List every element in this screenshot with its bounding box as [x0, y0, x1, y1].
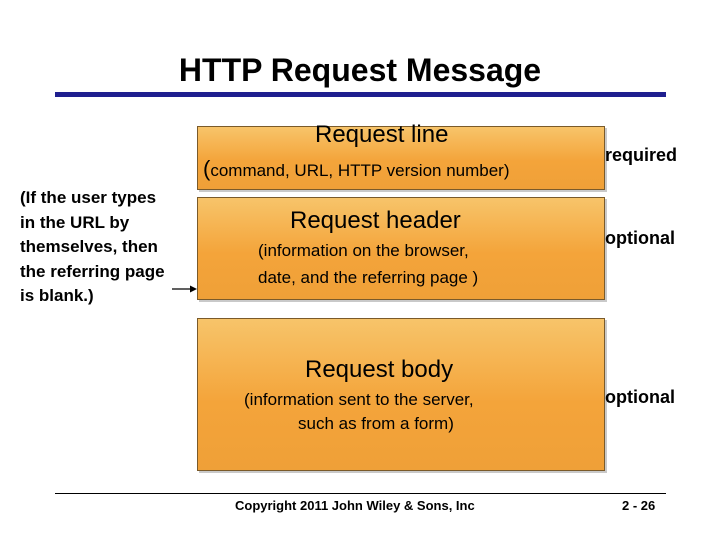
side-note: (If the user types in the URL by themsel…	[20, 188, 165, 305]
request-header-status: optional	[605, 228, 675, 248]
slide-title: HTTP Request Message	[178, 52, 542, 88]
request-body-detail-line-1: (information sent to the server,	[244, 390, 474, 409]
request-line-heading: Request line	[315, 121, 449, 148]
footer-divider	[55, 493, 666, 494]
request-line-status: required	[605, 145, 678, 165]
request-header-detail-line-1: (information on the browser,	[258, 241, 469, 260]
footer-page-number: 2 - 26	[622, 498, 656, 513]
request-header-heading: Request header	[290, 207, 461, 234]
request-body-box	[197, 318, 605, 471]
request-line-detail-text: command, URL, HTTP version number)	[210, 161, 510, 180]
request-header-box	[197, 197, 605, 300]
request-body-heading: Request body	[305, 356, 454, 383]
request-line-detail: (command, URL, HTTP version number)	[203, 156, 510, 181]
arrow-right-icon	[172, 285, 197, 293]
title-divider	[55, 92, 666, 97]
request-body-status: optional	[605, 387, 675, 407]
request-header-detail-line-2: date, and the referring page )	[258, 268, 479, 287]
footer-copyright: Copyright 2011 John Wiley & Sons, Inc	[235, 498, 475, 513]
request-line-box	[197, 126, 605, 190]
request-body-detail-line-2: such as from a form)	[298, 414, 454, 433]
